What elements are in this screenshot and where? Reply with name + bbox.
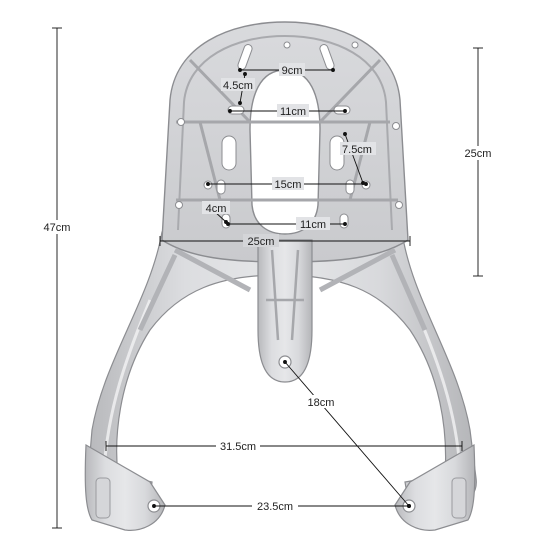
label-plate-height: 25cm bbox=[465, 148, 492, 160]
center-cutout bbox=[249, 69, 321, 235]
label-diagonal-length: 18cm bbox=[308, 397, 335, 409]
label-side-slot-length: 7.5cm bbox=[342, 144, 372, 156]
label-total-height: 47cm bbox=[44, 222, 71, 234]
feet bbox=[84, 443, 476, 531]
diagonal-length-line bbox=[283, 360, 411, 508]
label-lower-slot-length: 4cm bbox=[206, 203, 227, 215]
top-plate-rim bbox=[177, 34, 393, 231]
rack-body bbox=[84, 21, 477, 531]
center-bracket-ribs bbox=[266, 249, 304, 341]
label-upper-hole-spacing: 11cm bbox=[280, 106, 306, 118]
label-lower-hole-spacing: 11cm bbox=[300, 219, 326, 231]
side-struts bbox=[137, 247, 428, 332]
label-top-slot-length: 4.5cm bbox=[223, 80, 253, 92]
dimension-labels: 9cm 4.5cm 11cm 7.5cm 15cm 4cm 11cm 25cm … bbox=[36, 63, 498, 513]
label-plate-width: 25cm bbox=[248, 236, 275, 248]
label-middle-hole-spacing: 15cm bbox=[275, 179, 302, 191]
label-foot-hole-spacing: 23.5cm bbox=[257, 501, 293, 513]
label-top-slot-spacing: 9cm bbox=[282, 65, 303, 77]
label-frame-width: 31.5cm bbox=[220, 441, 256, 453]
